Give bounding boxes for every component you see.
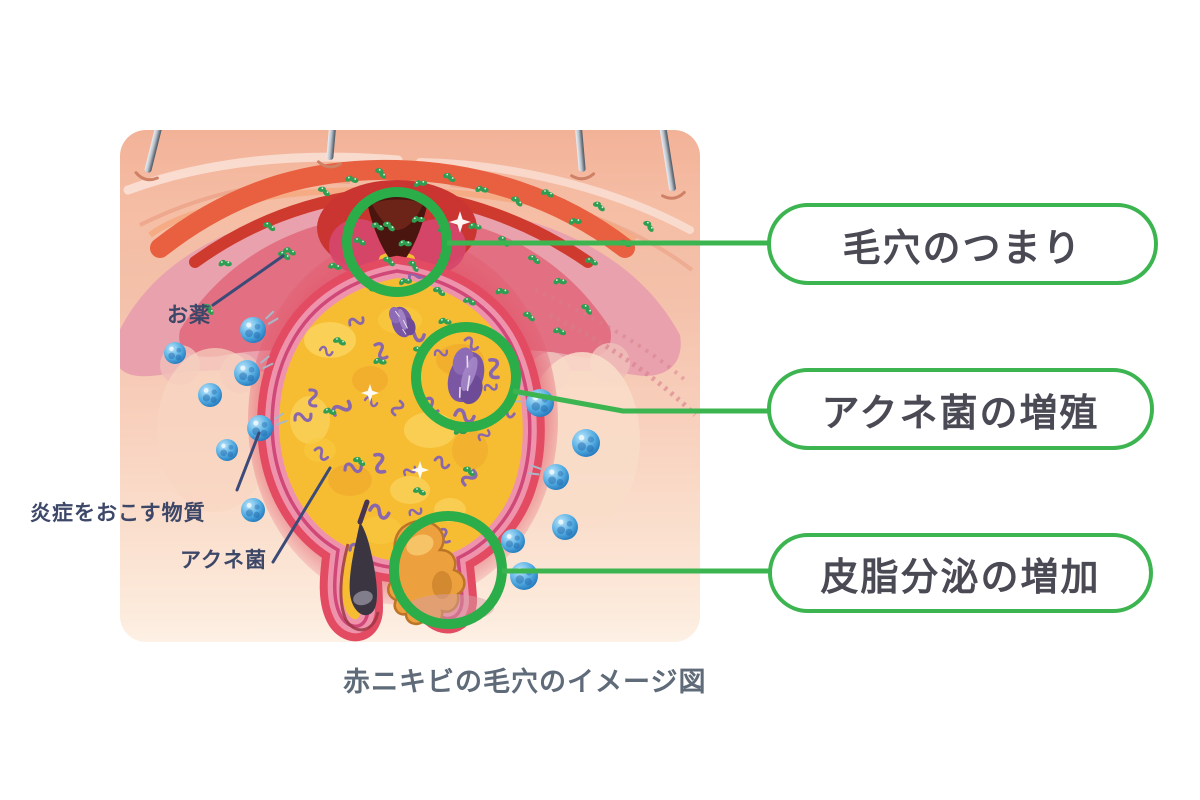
sparkles [449, 211, 471, 233]
inflammatory-substance-pointer-line [235, 431, 261, 492]
medicine-pointer-line [211, 254, 285, 307]
hair-root-stem [357, 499, 370, 525]
skin-cross-section-illustration [120, 130, 700, 642]
figure-caption: 赤ニキビの毛穴のイメージ図 [343, 667, 707, 697]
crater-mound [408, 219, 466, 273]
inflamed-ridge [150, 159, 635, 258]
inline-label-inflammatory-substance: 炎症をおこす物質 [30, 502, 206, 525]
hair-shafts [134, 130, 686, 200]
callout-pore-clogging: 毛穴のつまり [767, 203, 1158, 285]
hair-root-highlight [353, 590, 373, 606]
sebum-drip-shade [432, 571, 452, 599]
hair-root [349, 522, 378, 616]
inline-label-medicine: お薬 [167, 304, 211, 327]
skin-highlight [123, 152, 403, 195]
skin-texture-dashes [534, 288, 687, 382]
callout-sebum-increase: 皮脂分泌の増加 [768, 533, 1153, 613]
highlight-circle-bacteria [411, 322, 521, 432]
callout-acne-bacteria-growth: アクネ菌の増殖 [767, 368, 1154, 450]
acne-bacteria-colonies [388, 306, 485, 405]
follicle-canal-outline [339, 543, 380, 632]
sebum-drip-highlight [406, 534, 434, 556]
acne-bacteria-pointer-line [271, 466, 332, 564]
skin-highlight [416, 158, 694, 234]
sac-texture [290, 271, 516, 559]
inline-label-acne-bacteria: アクネ菌 [180, 549, 267, 572]
